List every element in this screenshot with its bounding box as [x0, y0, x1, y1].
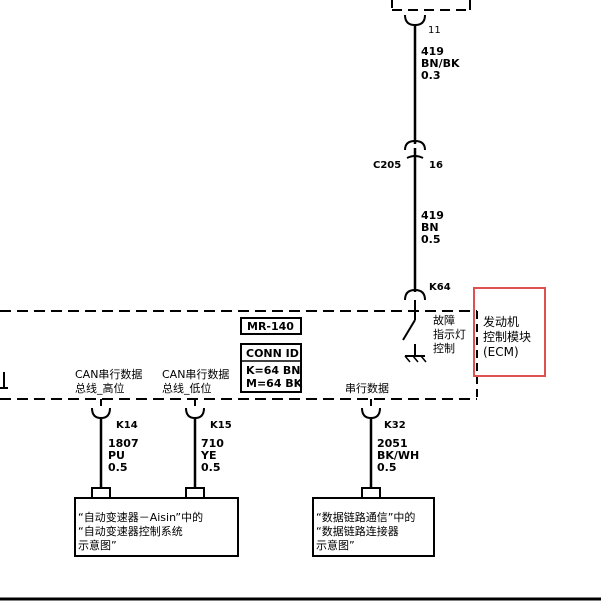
mil-label-line3: 控制: [433, 341, 455, 355]
conn-id-box: [240, 343, 302, 393]
c205-wire-gauge: 0.5: [421, 233, 441, 246]
top-wire-gauge: 0.3: [421, 69, 441, 82]
top-wire-color: BN/BK: [421, 57, 460, 70]
serial-gauge: 0.5: [377, 461, 397, 474]
ref-box-left-tabs: [91, 487, 205, 498]
top-wire-circuit: 419: [421, 45, 444, 58]
ref-box-right-tab: [361, 487, 381, 498]
top-pin-label: 11: [428, 25, 441, 36]
c205-pin-label: 16: [429, 160, 443, 171]
ref-left-line2: “自动变速器控制系统: [78, 524, 183, 538]
k32-connector: [361, 399, 381, 420]
ecm-name-line1: 发动机: [483, 314, 519, 329]
ecm-name-box: [473, 287, 546, 377]
ref-right-line2: “数据链路连接器: [316, 524, 399, 538]
can-high-color: PU: [108, 449, 125, 462]
mil-label-line2: 指示灯: [433, 327, 466, 341]
k32-pin-label: K32: [384, 420, 406, 431]
conn-id-line1: K=64 BN: [246, 364, 300, 377]
mr-box-label: MR-140: [247, 320, 294, 333]
mil-control-switch: [402, 300, 427, 363]
can-high-label-line1: CAN串行数据: [75, 367, 142, 381]
ref-right-line1: “数据链路通信”中的: [316, 510, 415, 524]
ref-left-line3: 示意图”: [78, 538, 117, 552]
c205-wire-color: BN: [421, 221, 439, 234]
ecm-boundary: [0, 310, 478, 400]
can-high-gauge: 0.5: [108, 461, 128, 474]
c205-wire-circuit: 419: [421, 209, 444, 222]
serial-data-label: 串行数据: [345, 381, 389, 395]
conn-id-title: CONN ID: [246, 347, 299, 360]
k64-connector-arc: [404, 288, 426, 301]
k14-connector: [91, 399, 111, 420]
can-low-gauge: 0.5: [201, 461, 221, 474]
ref-box-left: [74, 497, 239, 557]
can-low-label-line1: CAN串行数据: [162, 367, 229, 381]
ref-left-line1: “自动变速器－Aisin”中的: [78, 510, 203, 524]
serial-color: BK/WH: [377, 449, 419, 462]
ref-box-right: [312, 497, 435, 557]
mr-box: [240, 317, 302, 335]
k15-connector: [185, 399, 205, 420]
k14-pin-label: K14: [116, 420, 138, 431]
top-connector-arc: [404, 14, 426, 27]
can-low-circuit: 710: [201, 437, 224, 450]
c205-label: C205: [373, 160, 401, 171]
can-low-color: YE: [200, 449, 216, 462]
can-low-label-line2: 总线_低位: [162, 381, 212, 395]
ecm-name-line3: (ECM): [483, 345, 519, 359]
serial-circuit: 2051: [377, 437, 408, 450]
k64-pin-label: K64: [429, 282, 451, 293]
can-high-circuit: 1807: [108, 437, 139, 450]
ref-right-line3: 示意图”: [316, 538, 355, 552]
upper-component-box: [391, 0, 471, 12]
can-high-label-line2: 总线_高位: [75, 381, 125, 395]
conn-id-line2: M=64 BK: [246, 377, 303, 390]
c205-connector: [404, 139, 426, 159]
mil-label-line1: 故障: [433, 313, 455, 327]
k15-pin-label: K15: [210, 420, 232, 431]
ecm-name-line2: 控制模块: [483, 330, 531, 344]
left-ground-fragment: [0, 372, 8, 389]
